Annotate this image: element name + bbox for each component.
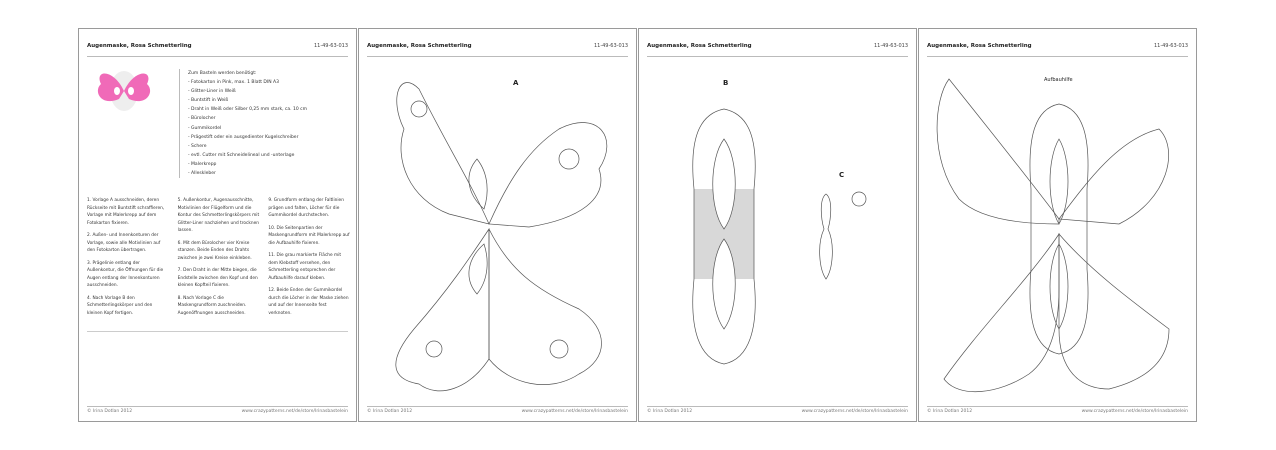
step: 11. Die grau markierte Fläche mit dem Kl… xyxy=(268,253,342,281)
template-label-c: C xyxy=(839,171,845,179)
material-item: - Buntstift in Weiß xyxy=(188,98,229,104)
page-2-template-a: Augenmaske, Rosa Schmetterling 11-49-63-0… xyxy=(358,28,637,422)
divider xyxy=(87,331,348,332)
material-item: - evtl. Cutter mit Schneidelineal und -u… xyxy=(188,152,295,158)
page-1-instructions: Augenmaske, Rosa Schmetterling 11-49-63-0… xyxy=(78,28,357,422)
step: 9. Grundform entlang der Faltlinien präg… xyxy=(268,198,344,218)
template-label-a: A xyxy=(513,79,519,87)
material-item: - Bürolocher xyxy=(188,116,216,122)
material-item: - Draht in Weiß oder Silber 0,25 mm star… xyxy=(188,107,308,113)
doc-code: 11-49-63-013 xyxy=(1153,43,1188,49)
doc-code: 11-49-63-013 xyxy=(313,43,348,49)
header-divider xyxy=(367,56,628,57)
page-3-templates-b-c: Augenmaske, Rosa Schmetterling 11-49-63-0… xyxy=(638,28,917,422)
footer-divider xyxy=(87,406,348,407)
footer-url: www.crazypatterns.net/de/store/Irinasbas… xyxy=(521,409,628,414)
material-item: - Alleskleber xyxy=(188,171,216,177)
doc-title: Augenmaske, Rosa Schmetterling xyxy=(927,43,1032,49)
doc-code: 11-49-63-013 xyxy=(593,43,628,49)
material-item: - Fotokarton in Pink, max. 1 Blatt DIN A… xyxy=(188,80,279,86)
footer-divider xyxy=(927,406,1188,407)
doc-code: 11-49-63-013 xyxy=(873,43,908,49)
material-item: - Malerkrepp xyxy=(188,161,217,167)
template-label-b: B xyxy=(723,79,729,87)
footer-url: www.crazypatterns.net/de/store/Irinasbas… xyxy=(1081,409,1188,414)
doc-title: Augenmaske, Rosa Schmetterling xyxy=(367,43,472,49)
step: 5. Außenkontur, Augenausschnitte, Motivl… xyxy=(177,198,260,233)
doc-title: Augenmaske, Rosa Schmetterling xyxy=(87,43,192,49)
footer-divider xyxy=(647,406,908,407)
material-item: - Glitter-Liner in Weiß xyxy=(188,89,236,95)
footer-copyright: © Irina Dotlan 2012 xyxy=(87,409,133,414)
instruction-steps: 1. Vorlage A ausschneiden, deren Rücksei… xyxy=(87,197,350,322)
material-item: - Prägestift oder ein ausgedienter Kugel… xyxy=(188,134,299,140)
materials-list: Zum Basteln werden benötigt: - Fotokarto… xyxy=(179,69,308,179)
material-item: - Gummikordel xyxy=(188,125,222,131)
step: 2. Außen- und Innenkonturen der Vorlage,… xyxy=(87,233,161,253)
step: 7. Den Draht in der Mitte biegen, die En… xyxy=(177,268,258,288)
footer-copyright: © Irina Dotlan 2012 xyxy=(647,409,693,414)
page-4-assembly-aid: Augenmaske, Rosa Schmetterling 11-49-63-0… xyxy=(918,28,1197,422)
step: 6. Mit dem Bürolocher vier Kreise stanze… xyxy=(177,240,252,261)
footer-copyright: © Irina Dotlan 2012 xyxy=(367,409,413,414)
footer-url: www.crazypatterns.net/de/store/Irinasbas… xyxy=(241,409,348,414)
step: 4. Nach Vorlage B den Schmetterlingskörp… xyxy=(87,295,153,316)
step: 10. Die Seitenpartien der Maskengrundfor… xyxy=(268,225,350,246)
step: 8. Nach Vorlage C die Maskengrundform zu… xyxy=(177,295,247,316)
step: 12. Beide Enden der Gummikordel durch di… xyxy=(268,288,349,316)
mask-photo xyxy=(97,71,151,111)
mask-templates-b-c xyxy=(692,108,867,365)
footer-divider xyxy=(367,406,628,407)
butterfly-template-a xyxy=(395,82,608,392)
header-divider xyxy=(927,56,1188,57)
step: 1. Vorlage A ausschneiden, deren Rücksei… xyxy=(87,198,165,226)
material-item: - Schere xyxy=(188,143,207,149)
assembly-aid-drawing xyxy=(936,78,1170,393)
materials-heading: Zum Basteln werden benötigt: xyxy=(188,71,257,76)
footer-url: www.crazypatterns.net/de/store/Irinasbas… xyxy=(801,409,908,414)
doc-title: Augenmaske, Rosa Schmetterling xyxy=(647,43,752,49)
header-divider xyxy=(647,56,908,57)
footer-copyright: © Irina Dotlan 2012 xyxy=(927,409,973,414)
header-divider xyxy=(87,56,348,57)
step: 3. Prägelinie entlang der Außenkontur, d… xyxy=(87,260,164,289)
assembly-aid-label: Aufbauhilfe xyxy=(1044,77,1073,83)
